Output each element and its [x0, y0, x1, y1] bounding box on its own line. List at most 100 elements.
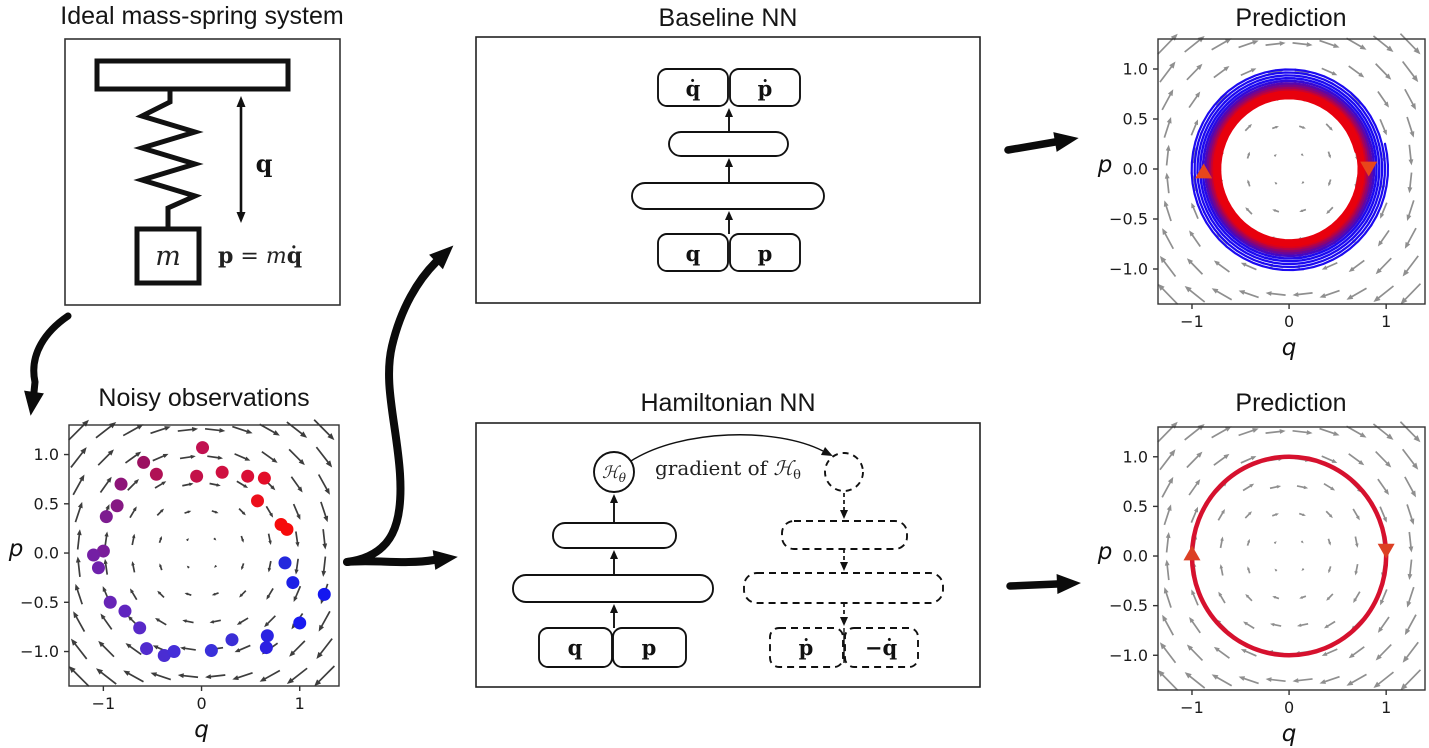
- title-prediction-baseline: Prediction: [1235, 4, 1347, 32]
- observation-dot: [140, 642, 154, 656]
- displacement-arrow: [236, 96, 246, 223]
- title-noisy-observations: Noisy observations: [98, 384, 310, 412]
- svg-text:−1.0: −1.0: [1109, 646, 1148, 665]
- x-axis-label: q: [194, 717, 209, 743]
- svg-text:−1.0: −1.0: [20, 642, 59, 661]
- svg-text:−0.5: −0.5: [20, 593, 59, 612]
- svg-text:0: 0: [196, 694, 206, 713]
- svg-text:1: 1: [1381, 698, 1391, 717]
- y-axis-label: p: [1097, 152, 1113, 178]
- svg-text:0.0: 0.0: [1123, 160, 1148, 179]
- arrow-system-to-data: [24, 312, 72, 416]
- svg-text:q: q: [686, 241, 701, 266]
- title-hamiltonian-nn: Hamiltonian NN: [640, 389, 816, 417]
- prediction-baseline-plot: −1 0 1 1.0 0.5 0.0 −0.5 −1.0 q p: [1097, 33, 1426, 361]
- svg-text:−1: −1: [1180, 698, 1204, 717]
- title-baseline-nn: Baseline NN: [658, 4, 798, 32]
- observation-dot: [251, 494, 265, 508]
- arrow-baseline-to-prediction: [1004, 132, 1079, 154]
- observation-dot: [278, 556, 292, 570]
- displacement-label: q: [256, 149, 273, 178]
- observation-dot: [317, 587, 331, 601]
- observation-dot: [293, 616, 307, 630]
- svg-text:−1: −1: [1180, 312, 1204, 331]
- observation-dot: [260, 629, 274, 643]
- momentum-equation: p = mq̇: [218, 243, 302, 269]
- svg-text:p: p: [642, 635, 657, 660]
- observation-dot: [196, 441, 210, 455]
- svg-text:p: p: [758, 241, 773, 266]
- trajectory-circle: [1189, 454, 1389, 658]
- svg-text:1.0: 1.0: [1123, 60, 1148, 79]
- observation-dot: [225, 633, 239, 647]
- observation-dot: [103, 595, 117, 609]
- svg-text:q̇: q̇: [686, 76, 701, 101]
- observation-dot: [280, 522, 294, 536]
- svg-text:0.5: 0.5: [1123, 110, 1148, 129]
- arrow-data-to-hnn: [343, 550, 458, 570]
- svg-text:−1.0: −1.0: [1109, 260, 1148, 279]
- observation-dot: [190, 469, 204, 483]
- observation-dot: [99, 510, 113, 524]
- mass-label: m: [155, 241, 181, 272]
- observation-dot: [91, 561, 105, 575]
- arrow-hnn-to-prediction: [1006, 574, 1081, 594]
- gradient-node: [824, 452, 864, 492]
- observation-dot: [215, 465, 229, 479]
- mass-block: [134, 226, 202, 286]
- svg-text:1: 1: [1381, 312, 1391, 331]
- observation-dot: [259, 641, 273, 655]
- observation-dot: [87, 548, 101, 562]
- observation-dot: [157, 648, 171, 662]
- direction-markers: [1195, 161, 1378, 179]
- triangle-down-marker: [1377, 543, 1395, 559]
- triangle-up-marker: [1195, 163, 1213, 179]
- observation-dot: [133, 621, 147, 635]
- svg-text:−q̇: −q̇: [865, 635, 898, 660]
- flow-arrows: [24, 132, 1081, 594]
- svg-text:0.5: 0.5: [1123, 497, 1148, 516]
- hamiltonian-node: [593, 451, 635, 493]
- svg-text:0: 0: [1284, 312, 1294, 331]
- gradient-arrow: [630, 434, 833, 462]
- axes: −1 0 1 1.0 0.5 0.0 −0.5 −1.0 q p: [1097, 38, 1426, 361]
- svg-text:0.0: 0.0: [1123, 547, 1148, 566]
- y-axis-label: p: [8, 536, 24, 562]
- observation-dot: [149, 467, 163, 481]
- gradient-label: gradient of ℋθ: [655, 456, 801, 483]
- observation-dot: [286, 576, 300, 590]
- title-mass-spring: Ideal mass-spring system: [60, 2, 344, 30]
- direction-markers: [1183, 543, 1395, 561]
- svg-text:−0.5: −0.5: [1109, 596, 1148, 615]
- observation-dot: [167, 645, 181, 659]
- observation-dot: [114, 477, 128, 491]
- observation-dot: [137, 455, 151, 469]
- observation-dot: [118, 604, 132, 618]
- x-axis-label: q: [1282, 335, 1297, 361]
- svg-text:0: 0: [1284, 698, 1294, 717]
- svg-text:−0.5: −0.5: [1109, 210, 1148, 229]
- y-axis-label: p: [1097, 539, 1113, 565]
- svg-text:1: 1: [295, 694, 305, 713]
- observation-dot: [241, 469, 255, 483]
- observation-dot: [96, 544, 110, 558]
- observation-dot: [110, 499, 124, 513]
- title-prediction-hnn: Prediction: [1235, 389, 1347, 417]
- svg-text:0.5: 0.5: [34, 494, 59, 513]
- arrow-data-to-baseline: [343, 245, 454, 566]
- x-axis-label: q: [1282, 721, 1297, 747]
- baseline-nn-diagram: q̇ ṗ q p: [475, 36, 981, 304]
- svg-text:ṗ: ṗ: [758, 76, 773, 101]
- mass-spring-diagram: m q p = mq̇: [64, 38, 341, 306]
- trajectory-spiral: [1190, 68, 1390, 272]
- observation-dot: [204, 644, 218, 658]
- svg-text:q: q: [568, 635, 583, 660]
- svg-text:0.0: 0.0: [34, 544, 59, 563]
- svg-text:−1: −1: [92, 694, 116, 713]
